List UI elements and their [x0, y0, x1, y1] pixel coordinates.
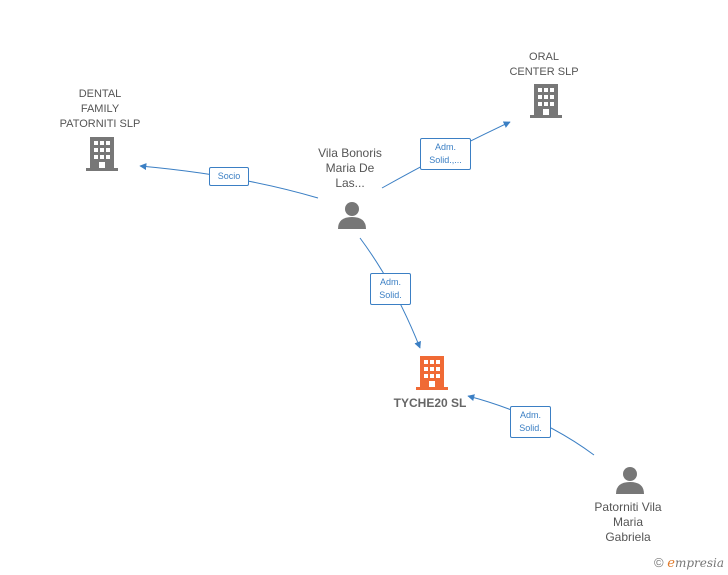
node-label-vila-bonoris[interactable]: Vila Bonoris Maria De Las... — [318, 146, 382, 190]
node-label-dental-family[interactable]: DENTAL FAMILY PATORNITI SLP — [59, 88, 141, 130]
copyright-symbol: © — [654, 555, 664, 570]
edge-label-adm-solid-tyche-patorniti[interactable]: Adm. Solid. — [510, 406, 551, 438]
edge-label-adm-solid-oral[interactable]: Adm. Solid.,... — [420, 138, 471, 170]
edge-label-adm-solid-tyche-vila[interactable]: Adm. Solid. — [370, 273, 411, 305]
person-icon[interactable] — [616, 467, 644, 494]
building-icon[interactable] — [530, 84, 562, 118]
node-label-patorniti-vila[interactable]: Patorniti Vila Maria Gabriela — [594, 500, 662, 544]
node-label-oral-center[interactable]: ORAL CENTER SLP — [509, 51, 579, 78]
empresia-logo-text: mpresia — [674, 556, 724, 570]
person-icon[interactable] — [338, 202, 366, 229]
building-icon[interactable] — [86, 137, 118, 171]
edge-label-socio[interactable]: Socio — [209, 167, 249, 186]
copyright-footer[interactable]: © empresia — [654, 555, 724, 571]
empresia-logo-initial: e — [667, 556, 675, 571]
building-focus-icon[interactable] — [416, 356, 448, 390]
node-label-tyche20[interactable]: TYCHE20 SL — [393, 396, 467, 410]
